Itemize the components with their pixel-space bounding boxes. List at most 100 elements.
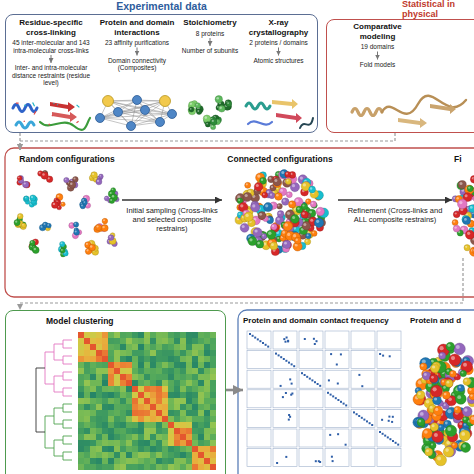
sphere-highlight [47,224,49,226]
sphere-highlight [421,364,424,367]
contact-cell [335,397,337,399]
heatmap-cell [198,380,204,386]
sphere-highlight [465,246,467,248]
heatmap-cell [180,344,186,350]
heatmap-cell [102,458,108,464]
heatmap-cell [168,332,174,338]
heatmap-cell [210,416,216,422]
heatmap-cell [150,434,156,440]
sphere-highlight [100,175,102,177]
heatmap-cell [96,344,102,350]
heatmap-cell [102,404,108,410]
heatmap-cell [168,380,174,386]
heatmap-cell [186,368,192,374]
sphere [286,192,292,198]
heatmap-cell [162,398,168,404]
heatmap-cell [96,386,102,392]
heatmap-cell [210,464,216,470]
sphere-highlight [452,443,454,445]
sphere-highlight [261,179,263,181]
sphere-highlight [74,178,76,180]
heatmap-cell [114,386,120,392]
heatmap-cell [90,332,96,338]
heatmap-cell [96,356,102,362]
contact-cell [361,385,363,387]
sphere [74,229,80,235]
heatmap-cell [174,458,180,464]
sphere [245,182,251,188]
sphere [14,220,20,226]
network-node [141,106,150,115]
contact-panel [325,409,349,427]
sphere [60,248,65,253]
sphere [430,375,439,384]
network-node [114,108,123,117]
panel-heading: Experimental data [5,0,318,12]
heatmap-cell [108,368,114,374]
heatmap-cell [120,398,126,404]
heatmap-cell [162,386,168,392]
contact-panel [377,429,401,447]
heatmap-cell [150,398,156,404]
sphere-highlight [97,180,99,182]
sphere [283,222,292,231]
heatmap-cell [102,362,108,368]
heatmap-cell [156,440,162,446]
contact-cell [382,433,384,435]
sphere-highlight [448,409,452,413]
heatmap-cell [78,338,84,344]
sphere-highlight [462,444,465,447]
sphere-highlight [109,236,111,238]
heatmap-cell [84,386,90,392]
heatmap-cell [132,464,138,470]
contact-cell [384,435,386,437]
heatmap-cell [162,374,168,380]
contact-cell [314,343,316,345]
sphere-highlight [24,182,26,184]
sphere [226,101,231,106]
sphere-highlight [259,213,262,216]
data-column: Stoichiometry8 proteinsNumber of subunit… [181,18,239,131]
heatmap-cell [186,458,192,464]
heatmap-cell [126,374,132,380]
sphere [430,374,438,382]
sphere-highlight [48,177,50,179]
heatmap-cell [144,374,150,380]
heatmap-cell [186,404,192,410]
contact-cell [379,431,381,433]
heatmap-cell [90,338,96,344]
contact-cell [316,340,318,342]
helix [352,109,382,116]
heatmap-cell [78,446,84,452]
heatmap-cell [186,374,192,380]
heatmap-cell [198,452,204,458]
heatmap-cell [204,416,210,422]
contact-cell [257,338,259,340]
heatmap-cell [180,374,186,380]
heatmap-cell [156,434,162,440]
heatmap-cell [90,398,96,404]
contact-panel [377,351,401,369]
heatmap-cell [162,434,168,440]
sphere-highlight [465,194,468,197]
sphere [32,247,39,254]
sphere [69,181,76,188]
heatmap-cell [114,458,120,464]
contact-cell [285,360,287,362]
heatmap-cell [78,428,84,434]
heatmap-cell [120,416,126,422]
contact-cell [259,340,261,342]
heatmap-cell [204,452,210,458]
heatmap-cell [144,368,150,374]
heatmap-cell [156,386,162,392]
crosslink-stick [34,111,36,114]
sphere-highlight [62,203,64,205]
sphere-highlight [296,199,299,202]
restraint-text: Inter- and intra-molecular distance rest… [8,64,94,87]
count-text: 23 affinity purifications [97,39,177,47]
contact-cell [283,338,285,340]
heatmap-cell [78,398,84,404]
heatmap-cell [96,332,102,338]
heatmap-cell [144,344,150,350]
heatmap-cell [174,422,180,428]
